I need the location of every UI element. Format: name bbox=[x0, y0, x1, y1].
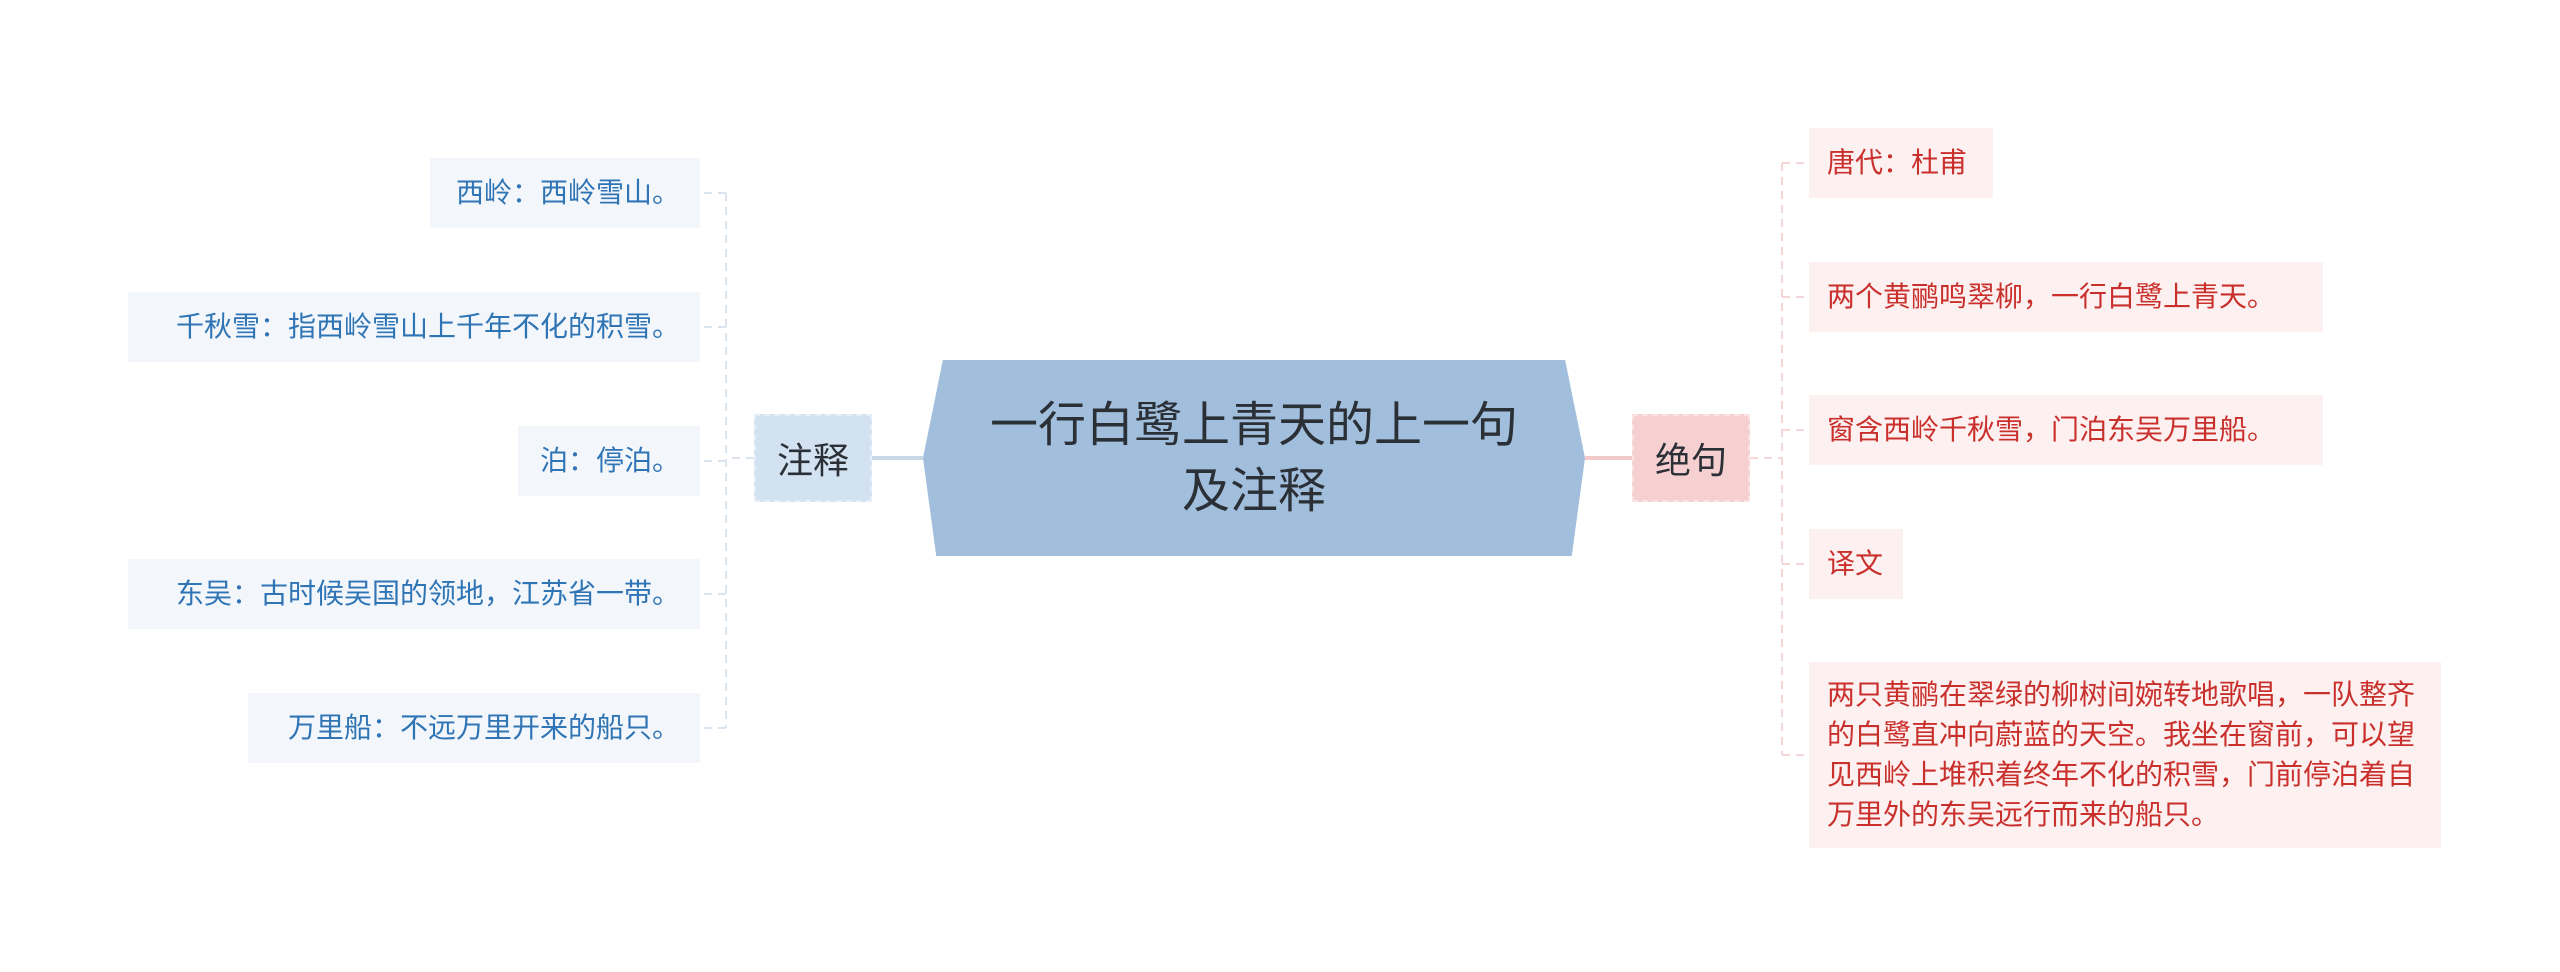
leaf-label: 译文 bbox=[1827, 547, 1884, 580]
leaf-annotation-dongwu[interactable]: 东吴：古时候吴国的领地，江苏省一带。 bbox=[128, 559, 700, 629]
central-topic[interactable]: 一行白鹭上青天的上一句 及注释 bbox=[923, 360, 1585, 556]
branch-annotations-label: 注释 bbox=[776, 441, 849, 482]
leaf-label: 两只黄鹂在翠绿的柳树间婉转地歌唱，一队整齐的白鹭直冲向蔚蓝的天空。我坐在窗前，可… bbox=[1827, 678, 2416, 831]
leaf-annotation-wanlichuan[interactable]: 万里船：不远万里开来的船只。 bbox=[248, 693, 700, 763]
central-topic-label: 一行白鹭上青天的上一句 及注释 bbox=[989, 397, 1518, 519]
leaf-label: 唐代：杜甫 bbox=[1827, 146, 1968, 179]
leaf-annotation-bo[interactable]: 泊：停泊。 bbox=[518, 426, 700, 496]
branch-poem[interactable]: 绝句 bbox=[1632, 414, 1750, 502]
leaf-annotation-qianqiuxue[interactable]: 千秋雪：指西岭雪山上千年不化的积雪。 bbox=[128, 292, 700, 362]
leaf-poem-line-1[interactable]: 两个黄鹂鸣翠柳，一行白鹭上青天。 bbox=[1809, 262, 2323, 332]
branch-annotations[interactable]: 注释 bbox=[754, 414, 872, 502]
leaf-poem-author[interactable]: 唐代：杜甫 bbox=[1809, 128, 1993, 198]
branch-poem-label: 绝句 bbox=[1654, 441, 1727, 482]
leaf-annotation-xiling[interactable]: 西岭：西岭雪山。 bbox=[430, 158, 700, 228]
leaf-label: 泊：停泊。 bbox=[539, 444, 680, 477]
leaf-label: 万里船：不远万里开来的船只。 bbox=[287, 711, 680, 744]
leaf-label: 西岭：西岭雪山。 bbox=[455, 176, 680, 209]
leaf-label: 两个黄鹂鸣翠柳，一行白鹭上青天。 bbox=[1827, 280, 2276, 313]
leaf-label: 窗含西岭千秋雪，门泊东吴万里船。 bbox=[1827, 413, 2276, 446]
leaf-label: 千秋雪：指西岭雪山上千年不化的积雪。 bbox=[175, 310, 680, 343]
leaf-poem-line-2[interactable]: 窗含西岭千秋雪，门泊东吴万里船。 bbox=[1809, 395, 2323, 465]
leaf-label: 东吴：古时候吴国的领地，江苏省一带。 bbox=[175, 577, 680, 610]
leaf-translation-heading[interactable]: 译文 bbox=[1809, 529, 1903, 599]
leaf-translation-text[interactable]: 两只黄鹂在翠绿的柳树间婉转地歌唱，一队整齐的白鹭直冲向蔚蓝的天空。我坐在窗前，可… bbox=[1809, 662, 2441, 848]
